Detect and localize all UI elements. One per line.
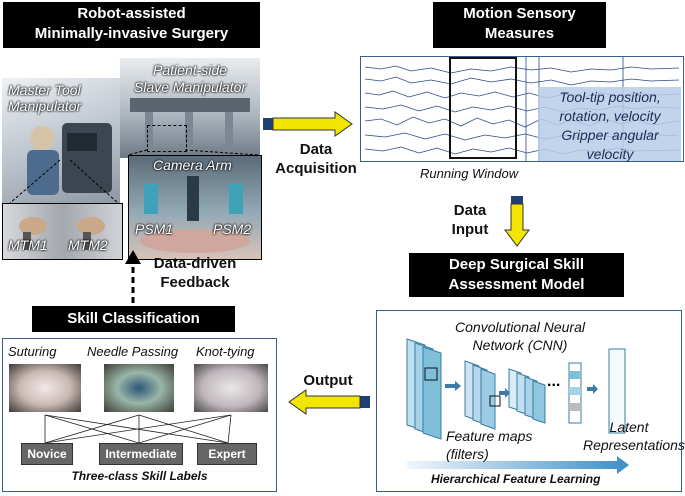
cnn-input-maps xyxy=(406,338,442,440)
skill-title-text: Skill Classification xyxy=(67,310,200,327)
running-window-label: Running Window xyxy=(420,166,519,181)
data-acquisition-line1: Data xyxy=(299,141,333,158)
motion-signals-panel xyxy=(360,56,684,162)
feature-maps-label: Feature maps (filters) xyxy=(446,427,532,463)
psm2-label: PSM2 xyxy=(213,221,252,237)
skill-connections xyxy=(44,414,232,444)
feedback-arrow xyxy=(125,250,141,303)
mtm-hands-illustration xyxy=(19,217,105,250)
hierarchical-arrow xyxy=(407,456,629,474)
expert-label: Expert xyxy=(197,443,257,465)
latent-vector xyxy=(608,348,626,434)
slave-manipulator-line1: Patient-side xyxy=(153,62,227,78)
motion-overlay-text: Tool-tip position, rotation, velocity Gr… xyxy=(535,88,685,164)
motion-title-line1: Motion Sensory xyxy=(463,5,576,22)
task-label-suturing: Suturing xyxy=(8,344,57,359)
task-label-needle: Needle Passing xyxy=(87,344,179,359)
latent-label-line1: Latent xyxy=(609,419,649,435)
mtm2-label: MTM2 xyxy=(68,237,108,253)
data-input-arrow xyxy=(504,196,530,247)
cnn-label-line2: Network (CNN) xyxy=(472,337,568,353)
mtm-closeup-photo xyxy=(2,203,123,260)
slave-manipulator-label: Patient-side Slave Manipulator xyxy=(125,62,255,96)
model-title-line2: Assessment Model xyxy=(448,276,585,293)
data-acquisition-arrow xyxy=(263,111,353,137)
skill-title: Skill Classification xyxy=(32,306,235,332)
overlay-line-2: rotation, velocity xyxy=(559,108,661,124)
data-acquisition-label: Data Acquisition xyxy=(262,140,370,178)
master-tool-label: Master Tool Manipulator xyxy=(8,82,81,114)
cnn-ellipsis: ... xyxy=(547,373,561,390)
deep-model-panel: ... xyxy=(376,310,682,492)
data-input-label: Data Input xyxy=(440,201,500,239)
camera-arm-illustration xyxy=(140,176,250,253)
patient-side-photo xyxy=(120,58,260,158)
zoom-box xyxy=(147,125,187,152)
feature-maps-line1: Feature maps xyxy=(446,428,533,444)
skill-panel: Suturing Needle Passing Knot-tying Novic… xyxy=(2,338,277,492)
model-title-line1: Deep Surgical Skill xyxy=(448,256,585,273)
motion-title: Motion Sensory Measures xyxy=(433,2,606,48)
surgeon-console-photo xyxy=(2,78,120,203)
novice-label: Novice xyxy=(21,443,73,465)
surgery-title: Robot-assisted Minimally-invasive Surger… xyxy=(3,2,260,48)
psm-closeup-photo xyxy=(128,155,262,260)
psm1-label: PSM1 xyxy=(135,221,174,237)
needle-passing-photo xyxy=(104,364,174,412)
flatten-vector xyxy=(568,362,582,424)
cnn-diagram xyxy=(406,338,629,474)
skill-caption: Three-class Skill Labels xyxy=(71,469,208,483)
surgeon-console-illustration xyxy=(27,123,112,195)
data-input-line2: Input xyxy=(451,221,489,238)
model-title: Deep Surgical Skill Assessment Model xyxy=(409,253,624,297)
mtm1-label: MTM1 xyxy=(8,237,48,253)
master-tool-line2: Manipulator xyxy=(8,98,82,114)
surgery-title-line1: Robot-assisted xyxy=(77,5,186,22)
running-window-box xyxy=(449,57,517,159)
task-label-knot: Knot-tying xyxy=(196,344,255,359)
cnn-label: Convolutional Neural Network (CNN) xyxy=(445,318,595,354)
surgery-title-line2: Minimally-invasive Surgery xyxy=(34,25,229,42)
output-label: Output xyxy=(303,372,353,389)
intermediate-label: Intermediate xyxy=(99,443,183,465)
slave-manipulator-line2: Slave Manipulator xyxy=(133,79,247,95)
slave-manipulator-illustration xyxy=(130,98,250,152)
overlay-line-4: velocity xyxy=(586,146,634,162)
latent-label-line2: Representations xyxy=(583,437,685,453)
motion-overlay-box xyxy=(538,87,681,161)
feature-maps-line2: (filters) xyxy=(446,446,489,462)
overlay-line-3: Gripper angular xyxy=(561,127,659,143)
suturing-photo xyxy=(9,364,81,412)
motion-title-line2: Measures xyxy=(484,25,555,42)
camera-arm-label: Camera Arm xyxy=(153,157,232,173)
cnn-middle-maps xyxy=(464,360,546,430)
hierarchical-label: Hierarchical Feature Learning xyxy=(431,472,601,486)
latent-label: Latent Representations xyxy=(583,418,685,454)
output-arrow xyxy=(288,389,370,415)
data-acquisition-line2: Acquisition xyxy=(275,160,357,177)
feedback-label: Data-driven Feedback xyxy=(140,254,250,292)
knot-tying-photo xyxy=(194,364,268,412)
feedback-line1: Data-driven xyxy=(153,255,237,272)
overlay-line-1: Tool-tip position, xyxy=(559,89,661,105)
feedback-line2: Feedback xyxy=(160,274,230,291)
data-input-line1: Data xyxy=(453,202,487,219)
cnn-label-line1: Convolutional Neural xyxy=(455,319,585,335)
master-tool-line1: Master Tool xyxy=(8,82,81,98)
